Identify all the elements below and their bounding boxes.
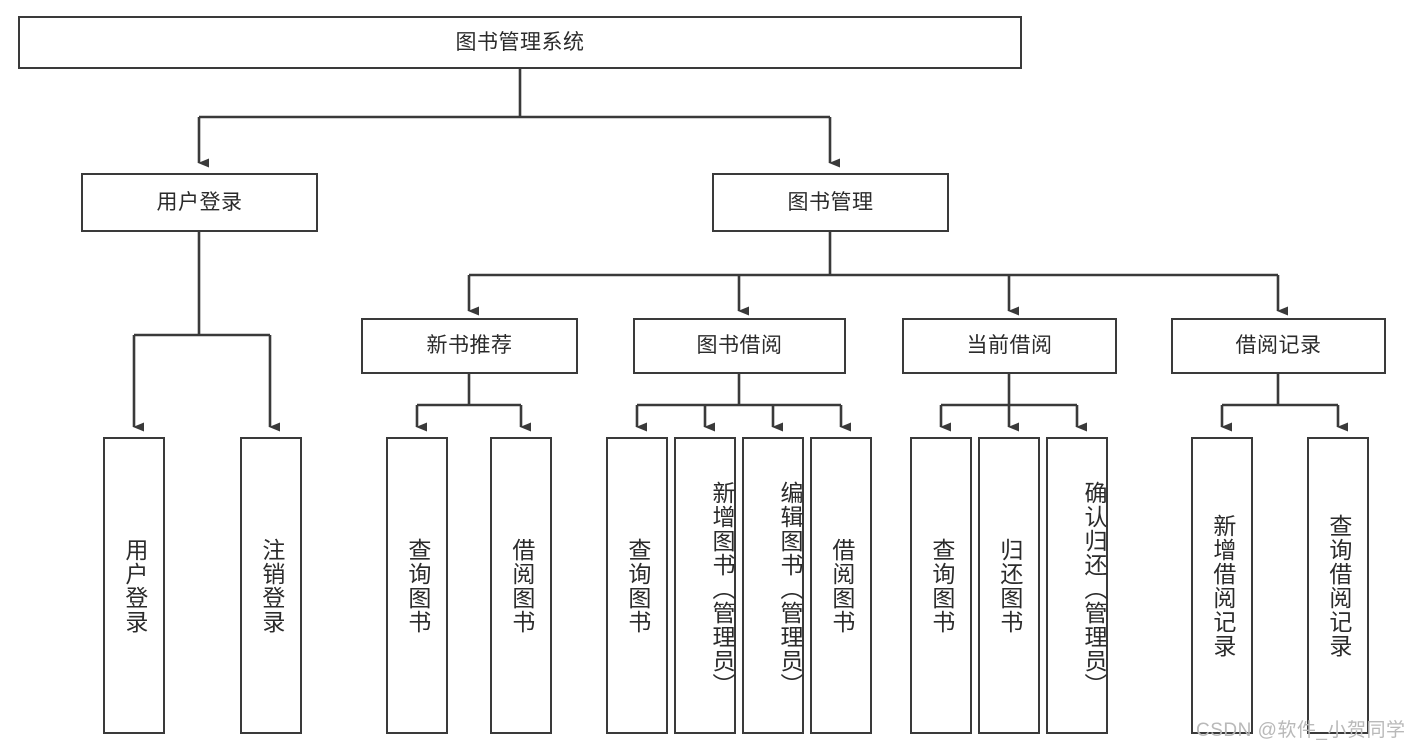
leaf-user-login-login[interactable]: 用户登录: [103, 437, 165, 734]
node-user-login-label: 用户登录: [156, 190, 243, 214]
watermark-text: CSDN @软件_小贺同学: [1196, 720, 1405, 741]
node-book-manage-label: 图书管理: [787, 190, 874, 214]
leaf-book-borrow-query[interactable]: 查询图书: [606, 437, 668, 734]
node-user-login[interactable]: 用户登录: [81, 173, 318, 232]
leaf-label: 查询图书: [404, 537, 431, 634]
leaf-label: 借阅图书: [828, 537, 855, 634]
leaf-label: 借阅图书: [508, 537, 535, 634]
node-book-borrow-label: 图书借阅: [696, 334, 783, 358]
leaf-label: 查询借阅记录: [1325, 513, 1352, 658]
node-current-borrow[interactable]: 当前借阅: [902, 318, 1117, 374]
node-book-manage[interactable]: 图书管理: [712, 173, 949, 232]
node-borrow-record-label: 借阅记录: [1235, 334, 1322, 358]
node-new-book-recommend-label: 新书推荐: [426, 334, 513, 358]
leaf-user-login-logout[interactable]: 注销登录: [240, 437, 302, 734]
leaf-book-borrow-edit[interactable]: 编辑图书（管理员）: [742, 437, 804, 734]
leaf-label: 编辑图书（管理员）: [777, 480, 803, 697]
leaf-current-borrow-confirm-return[interactable]: 确认归还（管理员）: [1046, 437, 1108, 734]
node-current-borrow-label: 当前借阅: [966, 334, 1053, 358]
leaf-borrow-record-query[interactable]: 查询借阅记录: [1307, 437, 1369, 734]
leaf-label: 用户登录: [121, 537, 148, 634]
leaf-label: 注销登录: [258, 537, 285, 634]
node-root-label: 图书管理系统: [455, 30, 585, 54]
leaf-label: 查询图书: [624, 537, 651, 634]
node-root[interactable]: 图书管理系统: [18, 16, 1022, 69]
node-borrow-record[interactable]: 借阅记录: [1171, 318, 1386, 374]
leaf-book-borrow-add[interactable]: 新增图书（管理员）: [674, 437, 736, 734]
node-new-book-recommend[interactable]: 新书推荐: [361, 318, 578, 374]
leaf-book-borrow-borrow[interactable]: 借阅图书: [810, 437, 872, 734]
node-book-borrow[interactable]: 图书借阅: [633, 318, 846, 374]
leaf-current-borrow-return[interactable]: 归还图书: [978, 437, 1040, 734]
leaf-label: 归还图书: [996, 537, 1023, 634]
leaf-label: 查询图书: [928, 537, 955, 634]
leaf-label: 新增借阅记录: [1209, 513, 1236, 658]
leaf-label: 确认归还（管理员）: [1081, 480, 1107, 697]
leaf-borrow-record-add[interactable]: 新增借阅记录: [1191, 437, 1253, 734]
leaf-new-book-query[interactable]: 查询图书: [386, 437, 448, 734]
leaf-current-borrow-query[interactable]: 查询图书: [910, 437, 972, 734]
leaf-new-book-borrow[interactable]: 借阅图书: [490, 437, 552, 734]
leaf-label: 新增图书（管理员）: [709, 480, 735, 697]
